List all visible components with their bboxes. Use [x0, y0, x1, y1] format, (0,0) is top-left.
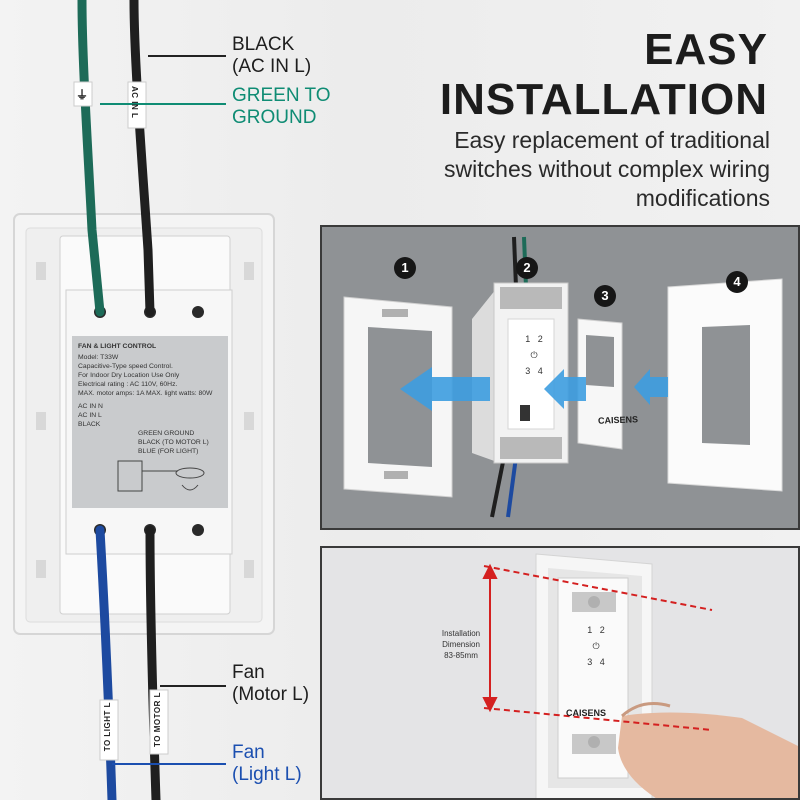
- step-badge-1: 1: [394, 257, 416, 279]
- dimension-illustration: [482, 553, 798, 798]
- label-black-wire: BLACK (AC IN L): [232, 34, 311, 78]
- diagram-label: BLUE (FOR LIGHT): [138, 448, 199, 455]
- keypad-key-1: 1: [587, 625, 593, 635]
- diagram-label: BLACK: [78, 421, 101, 428]
- headline-easy: EASY: [644, 25, 768, 74]
- keypad-key-4: 4: [599, 657, 605, 667]
- label-line: Fan: [232, 662, 265, 683]
- label-line: GROUND: [232, 107, 317, 128]
- brand-label-adapter: CAISENS: [597, 414, 639, 426]
- keypad-power: ⏻: [592, 641, 600, 651]
- spec-line: Capacitive-Type speed Control.: [78, 363, 173, 370]
- cover-plate: [667, 278, 783, 492]
- label-line: Fan: [232, 742, 265, 763]
- label-line: (Light L): [232, 764, 302, 785]
- hand: [618, 702, 798, 798]
- keypad-key-1: 1: [525, 334, 531, 344]
- mounting-frame: [343, 296, 453, 498]
- label-line: (AC IN L): [232, 56, 312, 77]
- label-fan-motor-wire: Fan (Motor L): [232, 662, 309, 706]
- label-line: (Motor L): [232, 684, 310, 705]
- keypad-key-3: 3: [525, 366, 531, 376]
- dimension-line: Dimension: [442, 640, 480, 649]
- step-badge-3: 3: [594, 285, 616, 307]
- spec-line: MAX. motor amps: 1A MAX. light watts: 80…: [78, 390, 213, 397]
- step-badge-2: 2: [516, 257, 538, 279]
- fan-diagram-icon: [117, 460, 205, 492]
- label-line: GREEN TO: [232, 85, 331, 106]
- subtitle: Easy replacement of traditional switches…: [444, 127, 770, 211]
- smart-switch-device: [472, 236, 569, 518]
- diagram-label: AC IN N: [78, 403, 103, 410]
- keypad: 1 2 ⏻ 3 4: [514, 331, 554, 379]
- steps-illustration: [343, 236, 783, 518]
- label-line: BLACK: [232, 34, 295, 55]
- leader-lines: [100, 55, 226, 765]
- keypad-key-2: 2: [537, 334, 543, 344]
- keypad-power: ⏻: [530, 350, 538, 360]
- spec-line: For Indoor Dry Location Use Only: [78, 372, 180, 379]
- device-spec-label: FAN & LIGHT CONTROL Model: T33W Capaciti…: [72, 336, 228, 508]
- spec-line: Model: T33W: [78, 354, 119, 361]
- brand-label-installed: CAISENS: [566, 708, 607, 718]
- spec-line: Electrical rating : AC 110V, 60Hz.: [78, 381, 178, 388]
- diagram-label: AC IN L: [78, 412, 102, 419]
- installed-switch: [557, 577, 629, 779]
- dimension-markers: [482, 563, 713, 731]
- keypad-key-2: 2: [599, 625, 605, 635]
- dimension-text: Installation Dimension 83-85mm: [426, 628, 496, 661]
- dimension-line: 83-85mm: [444, 651, 478, 660]
- spec-title: FAN & LIGHT CONTROL: [78, 343, 157, 350]
- direction-arrows: [400, 367, 668, 411]
- dimension-line: Installation: [441, 629, 481, 638]
- wires: [73, 0, 169, 800]
- headline-installation: INSTALLATION: [439, 75, 768, 124]
- keypad-installed: 1 2 ⏻ 3 4: [576, 622, 616, 670]
- keypad-key-4: 4: [537, 366, 543, 376]
- ac-in-tag: AC IN L: [130, 86, 139, 119]
- diagram-label: GREEN GROUND: [138, 430, 195, 437]
- diagram-label: BLACK (TO MOTOR L): [138, 439, 209, 446]
- adapter-plate: [577, 318, 623, 450]
- installation-dimension-panel: Installation Dimension 83-85mm 1 2 ⏻ 3 4…: [320, 546, 800, 800]
- ground-tag: ⏚: [76, 88, 89, 102]
- to-motor-tag: TO MOTOR L: [153, 692, 162, 747]
- label-green-wire: GREEN TO GROUND: [232, 85, 331, 129]
- installation-steps-panel: 1 2 3 4 1 2 ⏻ 3 4 CAISENS: [320, 225, 800, 530]
- keypad-key-3: 3: [587, 657, 593, 667]
- step-badge-4: 4: [726, 271, 748, 293]
- to-light-tag: TO LIGHT L: [103, 702, 112, 752]
- label-fan-light-wire: Fan (Light L): [232, 742, 302, 786]
